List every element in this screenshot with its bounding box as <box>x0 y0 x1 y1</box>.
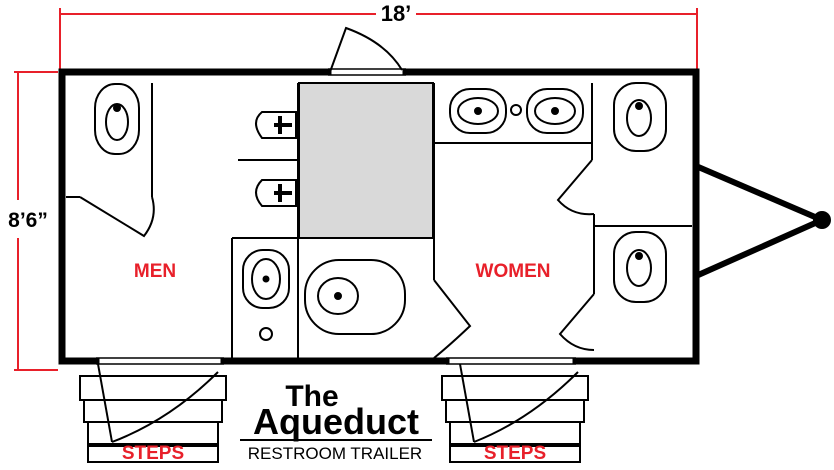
logo-line-the: The <box>285 380 338 413</box>
urinal-icon <box>255 111 297 139</box>
door-swings <box>79 26 595 359</box>
trailer-hitch <box>693 163 825 279</box>
room-label-women: WOMEN <box>476 261 551 282</box>
urinal-icon <box>255 179 297 207</box>
double-sink-icon <box>449 88 584 134</box>
height-label: 8’6” <box>8 209 48 232</box>
logo-line-subtitle: RESTROOM TRAILER <box>248 444 422 463</box>
interior-walls <box>66 83 692 361</box>
steps-right <box>441 363 589 463</box>
width-label: 18’ <box>381 1 412 26</box>
sink-icon <box>242 249 290 341</box>
toilet-icon <box>94 83 140 155</box>
steps-label-right: STEPS <box>484 443 546 464</box>
center-bath-door <box>433 279 472 359</box>
women-stall-door-1 <box>556 159 595 216</box>
aqueduct-logo: The Aqueduct RESTROOM TRAILER <box>240 380 432 463</box>
steps-label-left: STEPS <box>122 443 184 464</box>
outer-walls <box>58 68 700 365</box>
logo-line-aqueduct: Aqueduct <box>253 401 419 442</box>
height-label-bg <box>2 200 54 238</box>
women-stall-door-2 <box>558 293 595 351</box>
storage-room <box>298 82 434 239</box>
width-label-bg <box>376 2 416 24</box>
hitch-ball <box>813 211 831 229</box>
toilet-icon <box>304 259 406 335</box>
door-openings <box>96 68 576 365</box>
steps-left <box>79 363 227 463</box>
toilet-icon <box>613 231 667 303</box>
storage-entry-door <box>329 26 403 73</box>
toilet-icon <box>613 82 667 152</box>
room-label-men: MEN <box>134 261 176 282</box>
men-stall-door <box>79 196 155 238</box>
